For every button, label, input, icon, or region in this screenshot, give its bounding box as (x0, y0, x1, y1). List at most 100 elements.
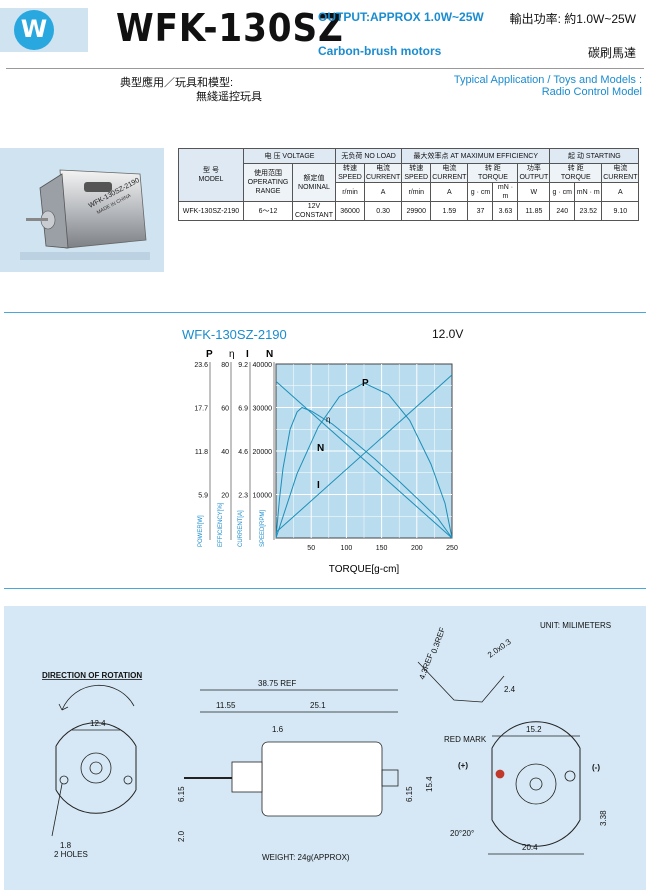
rotation-label: DIRECTION OF ROTATION (42, 671, 142, 680)
terminal-plus: (+) (458, 761, 468, 770)
unit-eff-output: W (517, 182, 551, 202)
cell-start-torque-mn: 23.52 (574, 201, 603, 221)
front-outline (55, 722, 137, 814)
section-divider (4, 312, 646, 313)
noload-header: 无负荷 NO LOAD (334, 148, 403, 164)
rear-outline (491, 721, 581, 847)
label-en: CURRENT (366, 174, 401, 181)
dim-11-55: 11.55 (216, 701, 236, 710)
terminal-detail: 0.3REF 4.3REF 2.0x0.3 2.4 (417, 626, 516, 703)
axis-header-power: P (206, 349, 213, 360)
unit-eff-speed: r/min (401, 182, 432, 202)
axis-header-speed: N (266, 349, 273, 360)
units-label: UNIT: MILIMETERS (540, 621, 611, 630)
motor-type-zh: 碳刷馬達 (587, 46, 636, 60)
axis-header-current: I (246, 349, 249, 360)
efficiency-header: 最大效率点 AT MAXIMUM EFFICIENCY (401, 148, 551, 164)
label-zh: 转 距 (567, 165, 584, 172)
motor-photo-panel: WFK-130SZ-2190 MADE IN CHINA (0, 148, 164, 272)
y-tick-current: 6.9 (238, 406, 248, 413)
label-zh: 转速 (343, 165, 357, 172)
model-header: 型 号 MODEL (178, 148, 244, 202)
x-axis-label: TORQUE[g-cm] (329, 564, 400, 575)
mount-hole-left (59, 775, 69, 785)
y-tick-efficiency: 40 (221, 449, 229, 456)
series-line-I (275, 374, 453, 533)
label-en: CURRENT (432, 174, 467, 181)
y-tick-power: 17.7 (194, 406, 208, 413)
x-tick-label: 200 (411, 545, 423, 552)
unit-start-torque-g: g · cm (549, 182, 576, 202)
cell-eff-speed: 29900 (401, 201, 432, 221)
operating-en: OPERATING RANGE (247, 179, 289, 195)
label-zh: 转速 (409, 165, 424, 172)
unit-eff-torque-g: g · cm (467, 182, 494, 202)
axis-header-efficiency: η (229, 349, 235, 360)
dim-6-15-right: 6.15 (405, 786, 414, 802)
cell-eff-torque-mn: 3.63 (492, 201, 519, 221)
rear-boss (515, 763, 557, 805)
motor-endbell (231, 761, 263, 793)
weight-label: WEIGHT: 24g(APPROX) (262, 853, 350, 862)
y-tick-current: 9.2 (238, 362, 248, 369)
application-en-line1: Typical Application / Toys and Models : (453, 74, 642, 86)
unit-noload-speed: r/min (335, 182, 365, 202)
rotation-arrow (61, 684, 135, 711)
dim-15-2: 15.2 (526, 725, 542, 734)
brand-logo: W (14, 10, 54, 50)
dim-25-1: 25.1 (310, 701, 326, 710)
y-tick-speed: 40000 (253, 362, 273, 369)
table-row: WFK-130SZ-2190 6～12 12V CONSTANT 36000 0… (178, 201, 640, 221)
y-tick-efficiency: 20 (221, 493, 229, 500)
y-tick-efficiency: 80 (221, 362, 229, 369)
dimension-drawing: UNIT: MILIMETERS DIRECTION OF ROTATION 1… (42, 621, 611, 862)
y-tick-speed: 10000 (253, 493, 273, 500)
rear-view: RED MARK (+) (-) 15.2 20.4 3.38 20°20° (444, 721, 608, 855)
output-range-en: OUTPUT:APPROX 1.0W~25W (318, 10, 484, 24)
cell-eff-torque-g: 37 (467, 201, 494, 221)
output-range-zh: 輸出功率: 約1.0W~25W (509, 12, 636, 26)
x-tick-label: 250 (446, 545, 458, 552)
label-en: TORQUE (478, 174, 508, 181)
front-shaft-hole (89, 761, 103, 775)
series-label-n: N (317, 443, 324, 454)
terminal-minus: (-) (592, 763, 600, 772)
y-tick-power: 5.9 (198, 493, 208, 500)
dim-20-4: 20.4 (522, 843, 538, 852)
dim-15-4: 15.4 (425, 776, 434, 792)
cell-start-torque-g: 240 (549, 201, 576, 221)
chart-title: WFK-130SZ-2190 (182, 327, 287, 342)
application-en-line2: Radio Control Model (541, 86, 642, 98)
axis-side-label: POWER[W] (198, 515, 204, 547)
label-en: TORQUE (560, 174, 591, 181)
dim-hole-diameter: 1.8 (60, 841, 72, 850)
dim-2-4: 2.4 (504, 685, 516, 694)
performance-chart: P η I N 23.617.711.85.9806040209.26.94.6… (194, 349, 458, 575)
series-label-eta: η (326, 415, 330, 424)
axis-side-label: EFFICIENCY[%] (218, 502, 224, 547)
dim-6-15-left: 6.15 (177, 786, 186, 802)
cell-nominal: 12V CONSTANT (292, 201, 336, 221)
red-mark-dot (495, 769, 505, 779)
motor-type-en: Carbon-brush motors (318, 44, 442, 58)
cell-eff-current: 1.59 (430, 201, 469, 221)
unit-start-current: A (601, 182, 640, 202)
front-view: DIRECTION OF ROTATION 12.4 1.8 2 HOLES (42, 671, 142, 859)
label-en: CURRENT (603, 174, 638, 181)
model-header-en: MODEL (198, 176, 224, 183)
section-divider-2 (4, 588, 646, 589)
axis-side-label: SPEED[RPM] (260, 510, 266, 547)
rotation-arrow-head (58, 703, 69, 711)
rear-bearing (529, 777, 543, 791)
dim-12-4: 12.4 (90, 719, 106, 728)
holes-count: 2 HOLES (54, 850, 88, 859)
unit-eff-current: A (430, 182, 469, 202)
dim-0-3-ref: 0.3REF (429, 626, 447, 655)
y-tick-labels: 23.617.711.85.9806040209.26.94.62.340000… (194, 362, 275, 540)
grid (276, 364, 452, 538)
